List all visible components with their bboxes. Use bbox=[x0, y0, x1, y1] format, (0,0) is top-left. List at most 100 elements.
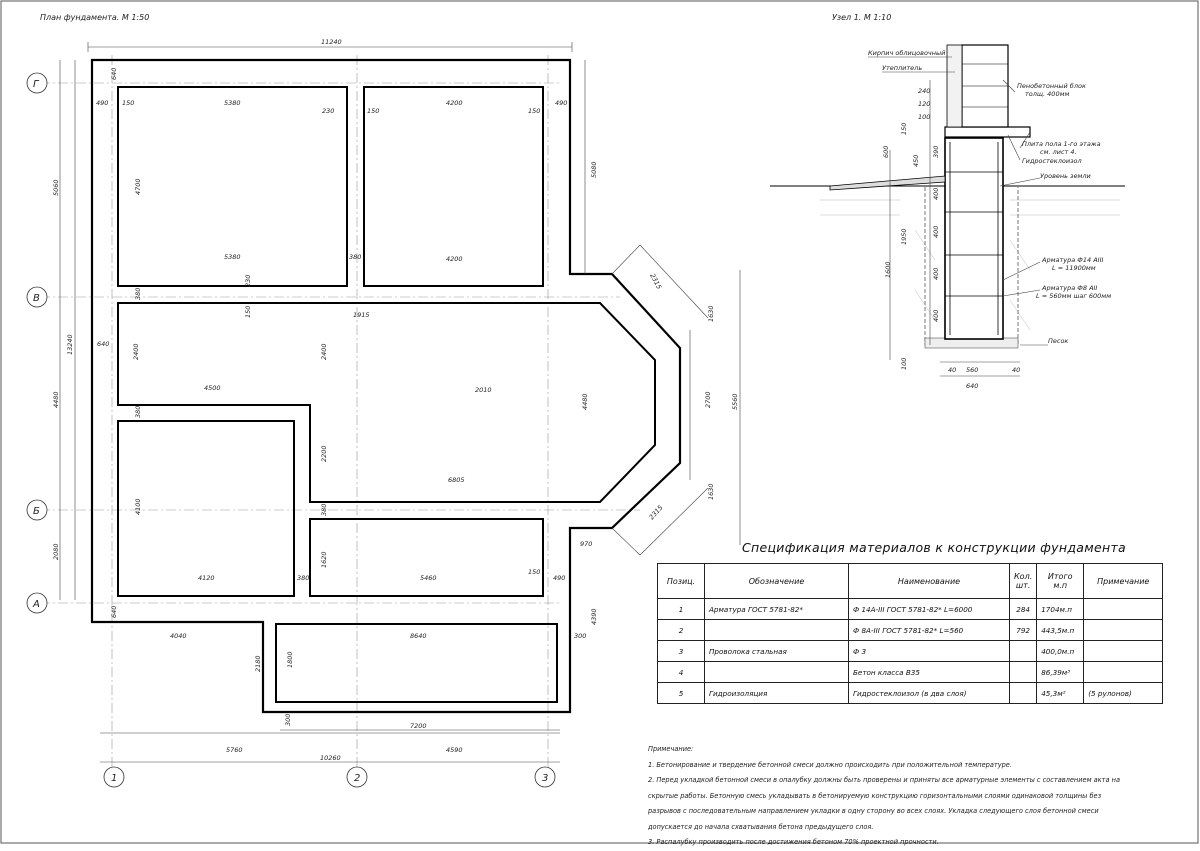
foundation-block bbox=[944, 137, 1004, 340]
spec-cell-name: Ф 3 bbox=[848, 640, 1010, 662]
dim-v380: 380 bbox=[134, 406, 142, 418]
spec-col-qty: Кол. шт. bbox=[1008, 563, 1038, 599]
dim-h5560: 5560 bbox=[731, 393, 739, 410]
label-rebar2-a: Арматура Ф8 АII bbox=[1041, 284, 1097, 292]
dim-v150: 150 bbox=[244, 306, 252, 318]
cell-middle bbox=[117, 302, 656, 503]
spec-cell-pos: 5 bbox=[657, 682, 705, 704]
spec-header-row: Позиц. Обозначение Наименование Кол. шт.… bbox=[657, 563, 1164, 599]
ndim-390: 390 bbox=[932, 146, 940, 158]
spec-cell-pos: 2 bbox=[657, 619, 705, 641]
spec-cell-name: Бетон класса В35 bbox=[848, 661, 1010, 683]
ndim-450: 450 bbox=[912, 155, 920, 167]
spec-cell-name: Ф 8А-III ГОСТ 5781-82* L=560 bbox=[848, 619, 1010, 641]
spec-cell-qty bbox=[1008, 682, 1038, 704]
label-rebar1-b: L = 11900мм bbox=[1052, 264, 1096, 272]
axis-label-1: 1 bbox=[111, 773, 117, 784]
ndim-400-c: 400 bbox=[932, 268, 940, 280]
dim-l640: 640 bbox=[97, 340, 109, 348]
dim-w4120: 4120 bbox=[198, 574, 215, 582]
spec-cell-designation: Арматура ГОСТ 5781-82* bbox=[704, 598, 849, 620]
spec-col-pos: Позиц. bbox=[657, 563, 705, 599]
axis-label-g: Г bbox=[33, 79, 40, 90]
label-block-2: толщ. 400мм bbox=[1025, 90, 1069, 98]
spec-col-designation: Обозначение bbox=[704, 563, 849, 599]
dim-b10260: 10260 bbox=[320, 754, 341, 762]
dim-r2-w: 4200 bbox=[446, 99, 463, 107]
label-brick: Кирпич облицовочный bbox=[868, 49, 945, 57]
table-row: 3 Проволока стальная Ф 3 400,0м.п bbox=[657, 640, 1164, 662]
spec-cell-total: 400,0м.п bbox=[1036, 640, 1085, 662]
ndim-400-b: 400 bbox=[932, 226, 940, 238]
spec-cell-designation: Проволока стальная bbox=[704, 640, 849, 662]
ndim-1600: 1600 bbox=[884, 261, 892, 278]
node-leaders bbox=[868, 56, 1048, 377]
label-rebar2-b: L = 560мм шаг 600мм bbox=[1036, 292, 1111, 300]
dim-top-640: 640 bbox=[110, 68, 118, 80]
label-rebar1-a: Арматура Ф14 АIII bbox=[1041, 256, 1103, 264]
dim-l640-b: 640 bbox=[110, 606, 118, 618]
cell-top-right bbox=[363, 86, 544, 287]
dim-h2200: 2200 bbox=[320, 445, 328, 462]
spec-table: Позиц. Обозначение Наименование Кол. шт.… bbox=[657, 563, 1164, 704]
spec-col-name: Наименование bbox=[848, 563, 1010, 599]
note-2c: разрывов с последовательным направлением… bbox=[648, 807, 1099, 815]
spec-col-total: Итого м.п bbox=[1036, 563, 1085, 599]
axis-label-a: А bbox=[32, 599, 40, 610]
dim-d1630-b: 1630 bbox=[707, 483, 715, 500]
axis-label-2: 2 bbox=[354, 773, 360, 784]
dim-150-b: 150 bbox=[367, 107, 379, 115]
dim-w2010: 2010 bbox=[475, 386, 492, 394]
dim-v230: 230 bbox=[244, 275, 252, 287]
label-ground: Уровень земли bbox=[1040, 172, 1091, 180]
dim-w490-d: 490 bbox=[553, 574, 565, 582]
dim-w5460: 5460 bbox=[420, 574, 437, 582]
ndim-560: 560 bbox=[966, 366, 978, 374]
ndim-120: 120 bbox=[918, 100, 930, 108]
dim-d1630-a: 1630 bbox=[707, 305, 715, 322]
cell-bottom-right bbox=[309, 518, 544, 597]
spec-cell-name: Ф 14А-III ГОСТ 5781-82* L=6000 bbox=[848, 598, 1010, 620]
plan-dimension-lines bbox=[59, 42, 741, 763]
spec-cell-total: 45,3м² bbox=[1036, 682, 1085, 704]
dim-w380-c: 380 bbox=[297, 574, 309, 582]
note-3: 3. Распалубку производить после достижен… bbox=[648, 838, 939, 846]
ndim-600: 600 bbox=[882, 146, 890, 158]
dim-w150-d: 150 bbox=[528, 568, 540, 576]
table-row: 2 Ф 8А-III ГОСТ 5781-82* L=560 792 443,5… bbox=[657, 619, 1164, 641]
spec-cell-pos: 1 bbox=[657, 598, 705, 620]
spec-col-note: Примечание bbox=[1083, 563, 1164, 599]
dim-w8640: 8640 bbox=[410, 632, 427, 640]
inner-cells bbox=[117, 86, 656, 703]
dim-left-490: 490 bbox=[96, 99, 108, 107]
axis-label-b: Б bbox=[33, 506, 40, 517]
dim-gap-380-b: 380 bbox=[134, 288, 142, 300]
dim-150-a: 150 bbox=[122, 99, 134, 107]
wall-rows bbox=[962, 63, 1008, 108]
dim-h2400-a: 2400 bbox=[132, 343, 140, 360]
spec-cell-name: Гидростеклоизол (в два слоя) bbox=[848, 682, 1010, 704]
ndim-40-b: 40 bbox=[1012, 366, 1020, 374]
node-detail: Узел 1. М 1:10 bbox=[770, 13, 1125, 390]
table-row: 4 Бетон класса В35 86,39м³ bbox=[657, 661, 1164, 683]
blind-area bbox=[829, 175, 946, 191]
dim-150-c: 150 bbox=[528, 107, 540, 115]
dim-h4100: 4100 bbox=[134, 498, 142, 515]
spec-cell-total: 1704м.п bbox=[1036, 598, 1085, 620]
spec-cell-note: (5 рулонов) bbox=[1083, 682, 1164, 704]
label-slab-1: Плита пола 1-го этажа bbox=[1022, 140, 1101, 148]
axis-label-3: 3 bbox=[542, 773, 548, 784]
ndim-640: 640 bbox=[966, 382, 978, 390]
label-insulation: Утеплитель bbox=[882, 64, 922, 72]
dim-r1-h: 4700 bbox=[134, 178, 142, 195]
dim-w300-b: 300 bbox=[284, 714, 292, 726]
axis-lines bbox=[40, 55, 640, 770]
spec-cell-designation: Гидроизоляция bbox=[704, 682, 849, 704]
floor-slab bbox=[944, 126, 1031, 138]
plan-title: План фундамента. М 1:50 bbox=[40, 13, 149, 22]
ndim-100-b: 100 bbox=[900, 358, 908, 370]
label-block-1: Пенобетонный блок bbox=[1017, 82, 1086, 90]
ndim-40-a: 40 bbox=[948, 366, 956, 374]
